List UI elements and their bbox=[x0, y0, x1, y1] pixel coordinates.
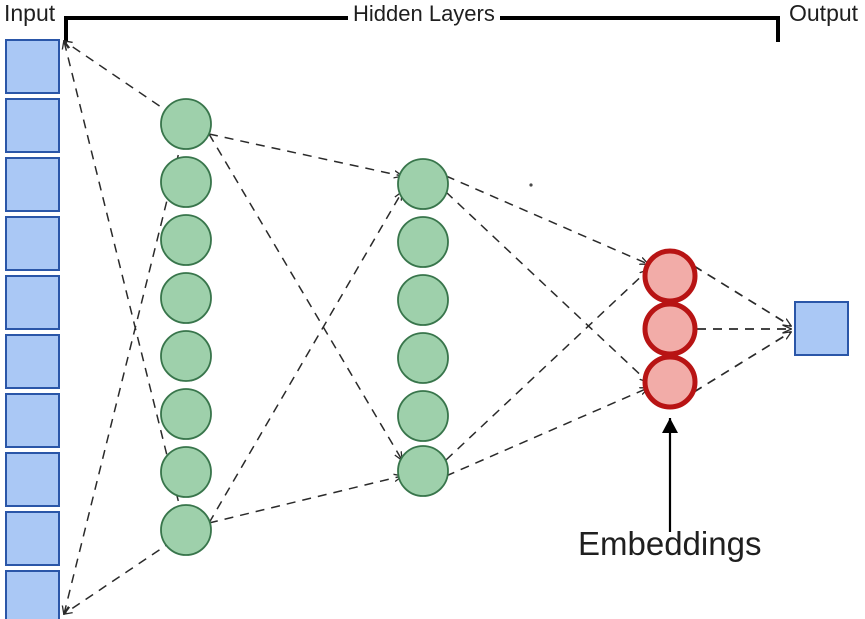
input-node[interactable] bbox=[5, 393, 60, 448]
embedding-node[interactable] bbox=[642, 248, 698, 304]
edges-embeddings-to-output bbox=[693, 265, 791, 393]
hidden-node[interactable] bbox=[160, 156, 212, 208]
input-node[interactable] bbox=[5, 511, 60, 566]
hidden-node[interactable] bbox=[160, 272, 212, 324]
embeddings-label: Embeddings bbox=[578, 525, 762, 562]
input-node[interactable] bbox=[5, 157, 60, 212]
layer-embeddings bbox=[642, 248, 698, 410]
layer-output bbox=[794, 301, 849, 356]
layer-input bbox=[5, 39, 60, 619]
hidden-node[interactable] bbox=[397, 274, 449, 326]
hidden-node[interactable] bbox=[160, 504, 212, 556]
hidden-node[interactable] bbox=[160, 98, 212, 150]
hidden-node[interactable] bbox=[160, 388, 212, 440]
hidden-node[interactable] bbox=[397, 390, 449, 442]
hidden-layers-label: Hidden Layers bbox=[348, 3, 500, 25]
layer-hidden-1 bbox=[160, 98, 212, 556]
edges-hidden2-to-embeddings bbox=[445, 175, 648, 477]
input-node[interactable] bbox=[5, 570, 60, 619]
output-node[interactable] bbox=[794, 301, 849, 356]
stray-speck bbox=[529, 183, 533, 187]
embedding-node[interactable] bbox=[642, 354, 698, 410]
hidden-node[interactable] bbox=[160, 446, 212, 498]
hidden-node[interactable] bbox=[397, 216, 449, 268]
input-node[interactable] bbox=[5, 98, 60, 153]
input-node[interactable] bbox=[5, 334, 60, 389]
input-node[interactable] bbox=[5, 275, 60, 330]
input-label: Input bbox=[4, 0, 56, 26]
hidden-node[interactable] bbox=[160, 330, 212, 382]
hidden-node[interactable] bbox=[397, 332, 449, 384]
hidden-node[interactable] bbox=[160, 214, 212, 266]
hidden-node[interactable] bbox=[397, 445, 449, 497]
layer-hidden-2 bbox=[397, 158, 449, 497]
hidden-node[interactable] bbox=[397, 158, 449, 210]
output-label: Output bbox=[789, 0, 859, 26]
input-node[interactable] bbox=[5, 216, 60, 271]
input-node[interactable] bbox=[5, 39, 60, 94]
input-node[interactable] bbox=[5, 452, 60, 507]
embedding-node[interactable] bbox=[642, 301, 698, 357]
edges-hidden1-to-hidden2 bbox=[208, 133, 402, 524]
